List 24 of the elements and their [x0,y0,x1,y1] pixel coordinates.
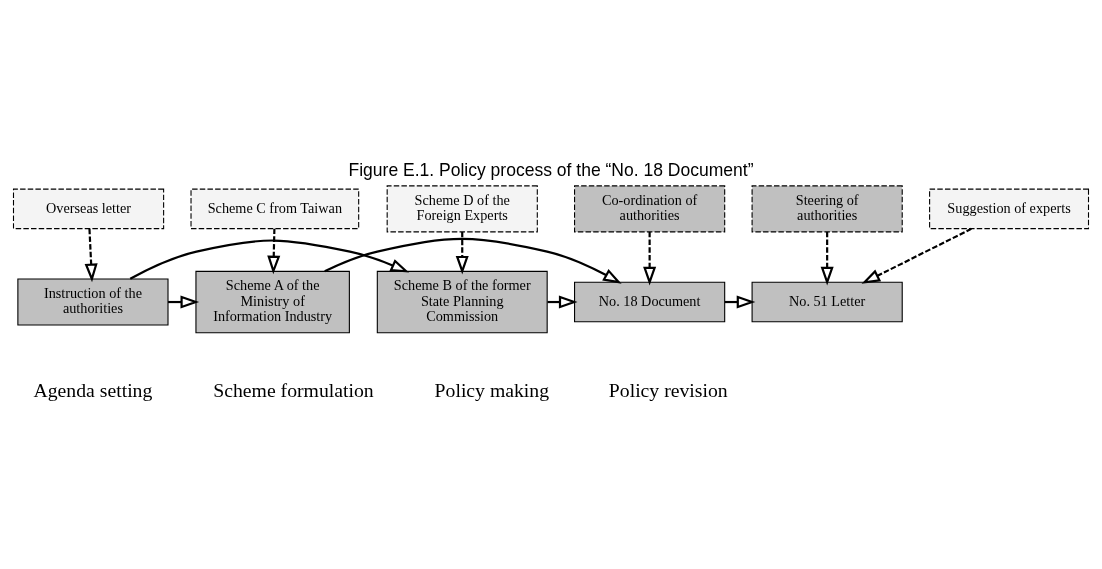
arrow [643,232,657,286]
arrow [129,239,410,280]
node-box: Scheme C from Taiwan [190,188,360,230]
node-box: No. 18 Document [574,281,726,323]
arrow [267,228,281,275]
node-box: Co-ordination of authorities [574,185,726,233]
arrow [324,237,622,284]
node-box: Scheme D of the Foreign Experts [386,185,538,233]
arrow [84,228,98,283]
node-box: No. 51 Letter [751,281,903,323]
node-box: Scheme B of the former State Planning Commission [376,270,548,334]
node-box: Steering of authorities [751,185,903,233]
arrow [820,232,834,286]
node-box: Instruction of the authorities [17,278,169,326]
diagram-title: Figure E.1. Policy process of the “No. 18 Document” [348,159,754,180]
node-box: Suggestion of experts [929,188,1090,230]
node-box: Overseas letter [12,188,165,230]
arrow [455,232,469,275]
node-box: Scheme A of the Ministry of Information Industry [195,270,350,334]
label: Policy revision [608,378,728,401]
label: Agenda setting [33,378,153,401]
label: Policy making [434,378,550,401]
label: Scheme formulation [213,378,374,401]
arrow [861,227,972,284]
